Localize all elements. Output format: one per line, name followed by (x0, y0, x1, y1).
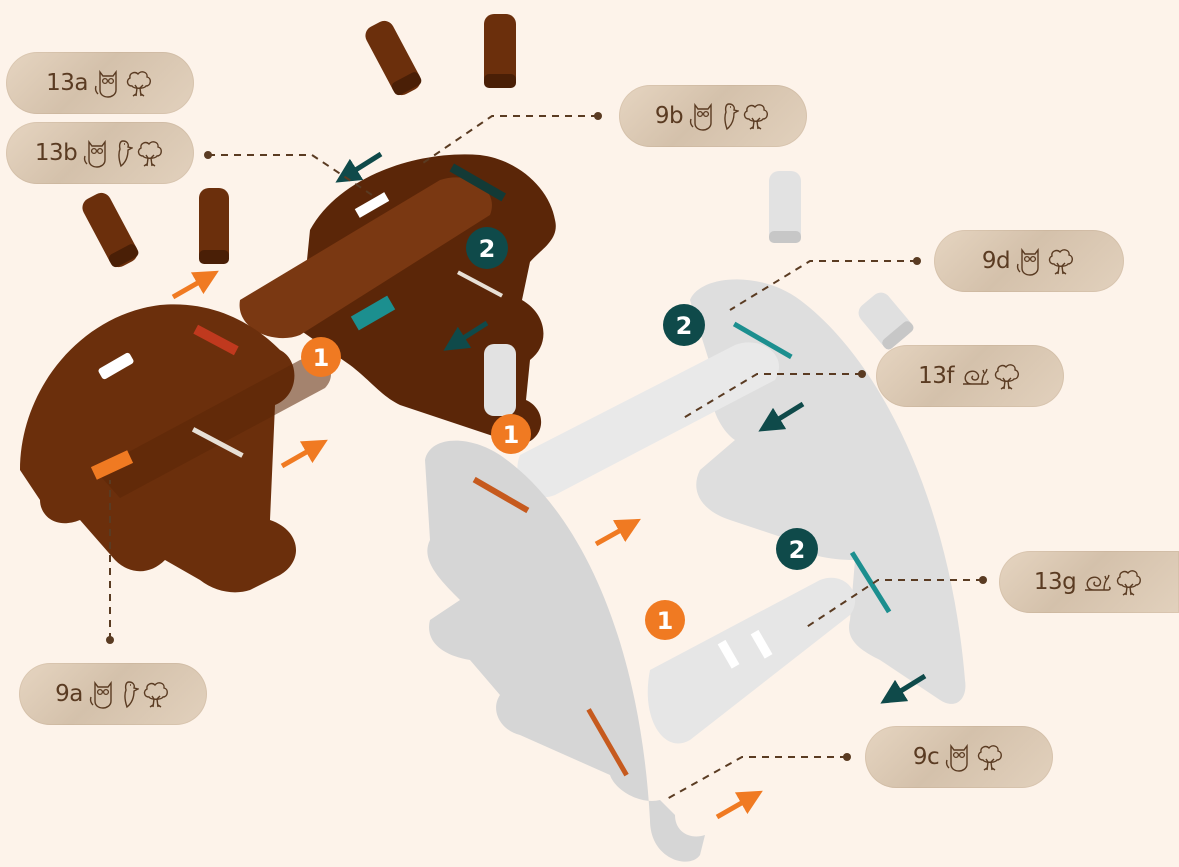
step-2-number: 2 (789, 536, 806, 564)
arrow-orange (173, 277, 208, 297)
part-label-9a: 9a (19, 663, 207, 725)
owl-icon (89, 679, 117, 709)
woodpecker-icon (119, 679, 139, 709)
tree-icon (992, 361, 1022, 391)
part-code: 9a (55, 681, 83, 707)
part-code: 13a (46, 70, 88, 96)
snail-icon (960, 364, 990, 388)
owl-icon (945, 742, 973, 772)
part-code: 9d (982, 248, 1010, 274)
light-panel-9c (425, 441, 705, 862)
snail-icon (1082, 570, 1112, 594)
tree-icon (141, 679, 171, 709)
light-peg (769, 171, 801, 243)
tree-icon (124, 68, 154, 98)
arrow-orange (282, 446, 317, 466)
arrow-teal (346, 154, 381, 176)
woodpecker-icon (719, 101, 739, 131)
step-2-number: 2 (479, 235, 496, 263)
light-crossbar-bottom (648, 578, 855, 744)
step-1-number: 1 (313, 344, 330, 372)
wood-peg (484, 14, 516, 88)
light-peg (854, 289, 915, 352)
owl-icon (83, 138, 111, 168)
step-1-number: 1 (503, 421, 520, 449)
wood-peg (199, 188, 229, 264)
part-label-13g: 13g (999, 551, 1179, 613)
part-code: 13b (35, 140, 77, 166)
part-code: 9b (655, 103, 683, 129)
tree-icon (135, 138, 165, 168)
wood-peg (362, 17, 424, 98)
part-code: 13f (918, 363, 954, 389)
part-label-13f: 13f (876, 345, 1064, 407)
part-code: 13g (1034, 569, 1076, 595)
part-label-9b: 9b (619, 85, 807, 147)
part-label-9d: 9d (934, 230, 1124, 292)
woodpecker-icon (113, 138, 133, 168)
part-label-9c: 9c (865, 726, 1053, 788)
tree-icon (975, 742, 1005, 772)
light-peg (484, 344, 516, 416)
arrow-orange (596, 525, 630, 544)
tree-icon (1046, 246, 1076, 276)
leader-9c (665, 757, 847, 800)
tree-icon (741, 101, 771, 131)
part-code: 9c (913, 744, 939, 770)
part-label-13b: 13b (6, 122, 194, 184)
part-label-13a: 13a (6, 52, 194, 114)
owl-icon (94, 68, 122, 98)
step-2-number: 2 (676, 312, 693, 340)
arrow-orange (717, 797, 752, 817)
wood-peg (79, 189, 141, 270)
owl-icon (1016, 246, 1044, 276)
owl-icon (689, 101, 717, 131)
tree-icon (1114, 567, 1144, 597)
step-1-number: 1 (657, 607, 674, 635)
